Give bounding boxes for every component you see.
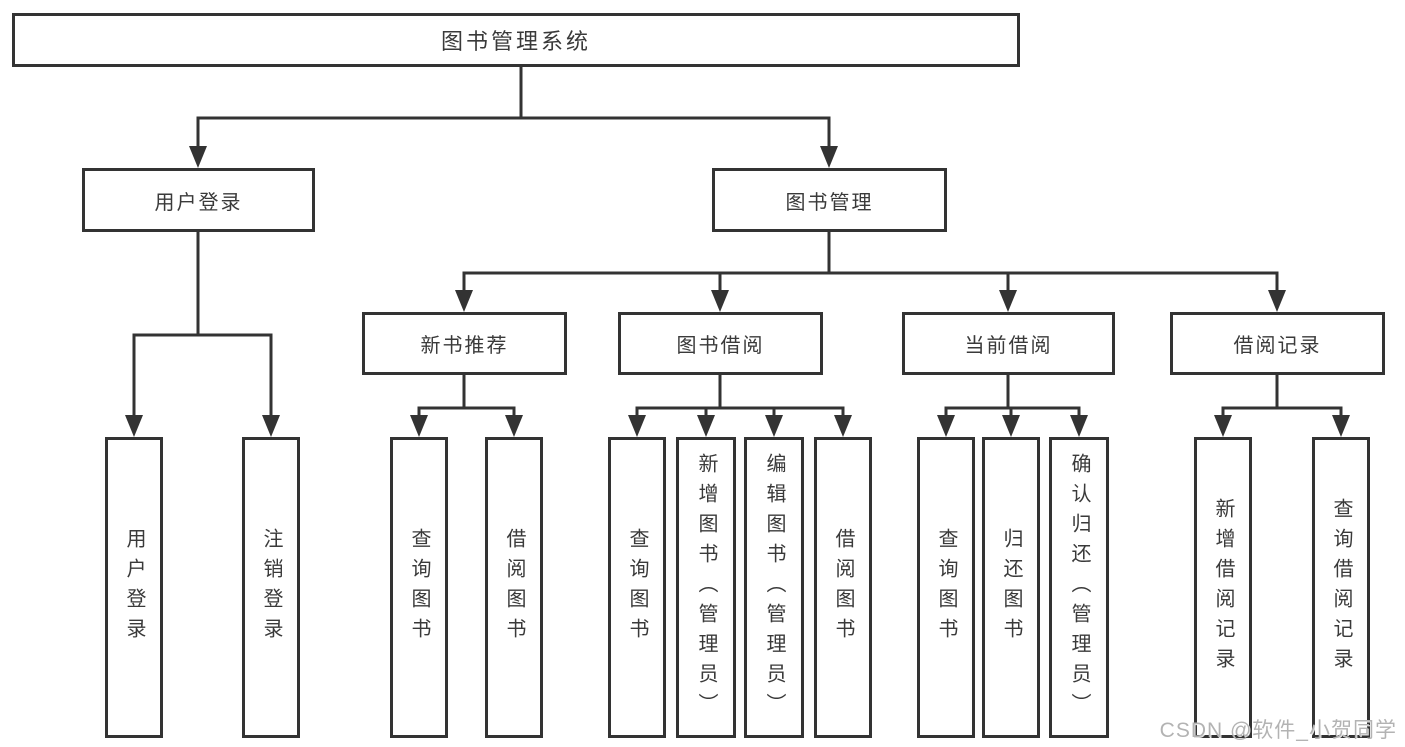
node-book-management: 图书管理: [712, 168, 947, 232]
node-newbook-query-books-label: 查询图书: [408, 527, 430, 648]
node-records-query-record: 查询借阅记录: [1312, 437, 1370, 738]
node-new-book-recommend-label: 新书推荐: [420, 335, 509, 357]
node-records-query-record-label: 查询借阅记录: [1330, 497, 1352, 678]
csdn-watermark: CSDN @软件_小贺同学: [1159, 719, 1397, 742]
node-borrow-edit-books-admin-label: 编辑图书（管理员）: [763, 452, 785, 723]
node-current-confirm-return-admin-label: 确认归还（管理员）: [1068, 452, 1090, 723]
node-borrow-query-books-label: 查询图书: [626, 527, 648, 648]
node-current-query-books-label: 查询图书: [935, 527, 957, 648]
node-newbook-borrow-books-label: 借阅图书: [503, 527, 525, 648]
node-login: 用户登录: [105, 437, 163, 738]
node-new-book-recommend: 新书推荐: [362, 312, 567, 375]
node-logout-label: 注销登录: [260, 527, 282, 648]
node-user-login: 用户登录: [82, 168, 315, 232]
node-borrow-edit-books-admin: 编辑图书（管理员）: [744, 437, 804, 738]
node-current-borrow: 当前借阅: [902, 312, 1115, 375]
node-book-management-label: 图书管理: [785, 191, 874, 214]
node-current-return-books: 归还图书: [982, 437, 1040, 738]
node-borrow-add-books-admin: 新增图书（管理员）: [676, 437, 736, 738]
node-records-add-record: 新增借阅记录: [1194, 437, 1252, 738]
node-borrow-records: 借阅记录: [1170, 312, 1385, 375]
node-current-borrow-label: 当前借阅: [964, 335, 1053, 357]
node-user-login-label: 用户登录: [154, 191, 243, 214]
node-login-label: 用户登录: [123, 527, 145, 648]
node-borrow-records-label: 借阅记录: [1233, 335, 1322, 357]
node-borrow-borrow-books: 借阅图书: [814, 437, 872, 738]
node-borrow-query-books: 查询图书: [608, 437, 666, 738]
connector-lines: [132, 65, 1343, 432]
node-current-query-books: 查询图书: [917, 437, 975, 738]
node-book-borrow: 图书借阅: [618, 312, 823, 375]
node-book-borrow-label: 图书借阅: [676, 335, 765, 357]
node-logout: 注销登录: [242, 437, 300, 738]
node-newbook-query-books: 查询图书: [390, 437, 448, 738]
node-borrow-borrow-books-label: 借阅图书: [832, 527, 854, 648]
node-root-label: 图书管理系统: [440, 29, 591, 54]
node-current-return-books-label: 归还图书: [1000, 527, 1022, 648]
node-records-add-record-label: 新增借阅记录: [1212, 497, 1234, 678]
node-newbook-borrow-books: 借阅图书: [485, 437, 543, 738]
arrowheads: [125, 146, 1350, 437]
node-borrow-add-books-admin-label: 新增图书（管理员）: [695, 452, 717, 723]
node-root: 图书管理系统: [12, 13, 1020, 67]
node-current-confirm-return-admin: 确认归还（管理员）: [1049, 437, 1109, 738]
